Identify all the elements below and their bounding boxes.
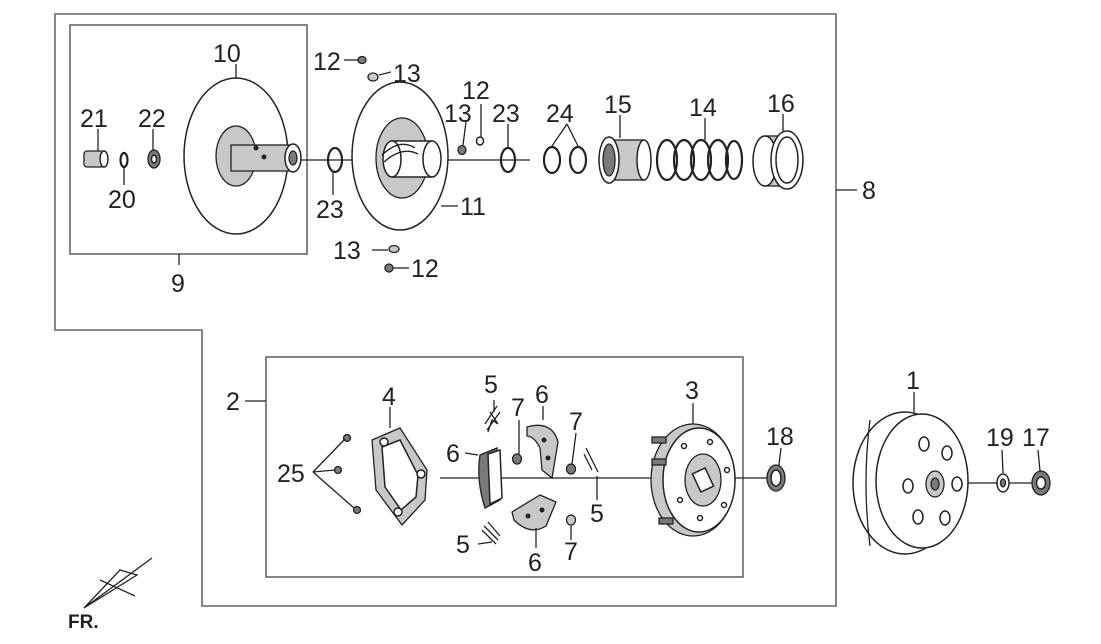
callout-7-bottom: 7	[564, 538, 578, 566]
callout-15: 15	[604, 91, 632, 119]
part-12-pin-top	[357, 55, 367, 65]
part-16-spring-seat	[752, 130, 804, 190]
callout-2: 2	[226, 388, 240, 416]
part-1-clutch-outer	[852, 411, 969, 555]
part-5-spring-right	[583, 447, 599, 473]
callout-17: 17	[1022, 424, 1050, 452]
callout-1: 1	[906, 367, 920, 395]
callout-18: 18	[766, 423, 794, 451]
callout-23-left: 23	[316, 196, 344, 224]
callout-16: 16	[767, 90, 795, 118]
assembly-9-box	[69, 24, 308, 255]
callout-9: 9	[171, 270, 185, 298]
assembly-2-box	[265, 356, 744, 578]
part-12-pin-mid	[475, 136, 485, 146]
callout-5-top: 5	[484, 371, 498, 399]
part-25-nuts	[333, 433, 362, 515]
part-22-bearing	[147, 149, 161, 169]
callout-13-mid: 13	[444, 100, 472, 128]
part-7-damper-3	[565, 514, 577, 526]
part-13-roller-mid	[457, 144, 467, 156]
callout-19: 19	[986, 424, 1014, 452]
part-23-o-ring-left	[326, 146, 344, 174]
callout-6-bottom: 6	[528, 549, 542, 577]
part-7-damper-2	[565, 463, 577, 475]
callout-5-right: 5	[590, 500, 604, 528]
callout-12-top: 12	[313, 48, 341, 76]
leader-lines	[97, 59, 1041, 548]
part-5-spring-bottom	[481, 521, 501, 545]
part-20-circlip	[119, 151, 129, 169]
part-17-nut	[1031, 470, 1051, 496]
callout-8: 8	[862, 177, 876, 205]
callout-12-mid: 12	[462, 77, 490, 105]
callout-6-left: 6	[446, 440, 460, 468]
callout-13-top: 13	[393, 60, 421, 88]
callout-23-right: 23	[492, 100, 520, 128]
part-11-movable-face	[351, 81, 449, 231]
callout-24: 24	[546, 100, 574, 128]
part-24-o-ring-2	[568, 145, 588, 175]
part-3-drive-plate	[650, 423, 736, 537]
part-12-pin-bottom	[384, 263, 394, 273]
front-direction-arrow-icon	[83, 557, 153, 609]
part-15-collar	[598, 136, 652, 184]
callout-7-right: 7	[569, 408, 583, 436]
callout-22: 22	[138, 105, 166, 133]
part-7-damper-1	[511, 453, 523, 465]
callout-6-top: 6	[535, 381, 549, 409]
part-4-plate	[371, 427, 428, 527]
front-direction-label: FR.	[68, 612, 99, 633]
part-19-washer	[996, 473, 1010, 493]
part-5-spring-top	[484, 405, 501, 433]
callout-25: 25	[277, 460, 305, 488]
callout-labels: 10 12 13 12 13 23 24 15 14 16 21 22 20 2…	[80, 40, 1050, 577]
callout-7-left: 7	[511, 394, 525, 422]
callout-10: 10	[213, 40, 241, 68]
part-10-driven-face	[183, 77, 302, 235]
callout-21: 21	[80, 105, 108, 133]
callout-3: 3	[685, 377, 699, 405]
part-18-nut	[766, 464, 786, 492]
part-14-spring	[655, 138, 744, 182]
callout-20: 20	[108, 186, 136, 214]
part-24-o-ring-1	[542, 145, 562, 175]
callout-13-bottom: 13	[333, 237, 361, 265]
callout-4: 4	[382, 383, 396, 411]
part-21-bushing	[83, 150, 109, 168]
callout-11: 11	[460, 193, 486, 221]
assembly-8-outline	[54, 13, 837, 607]
callout-12-bottom: 12	[411, 255, 439, 283]
part-13-roller-top	[367, 72, 379, 82]
part-6-shoe-bottom	[511, 494, 557, 531]
part-6-shoe-top	[526, 424, 559, 480]
part-6-shoe-left	[478, 447, 503, 509]
callout-14: 14	[689, 94, 717, 122]
part-13-roller-bottom	[388, 244, 400, 254]
callout-5-bottom: 5	[456, 531, 470, 559]
